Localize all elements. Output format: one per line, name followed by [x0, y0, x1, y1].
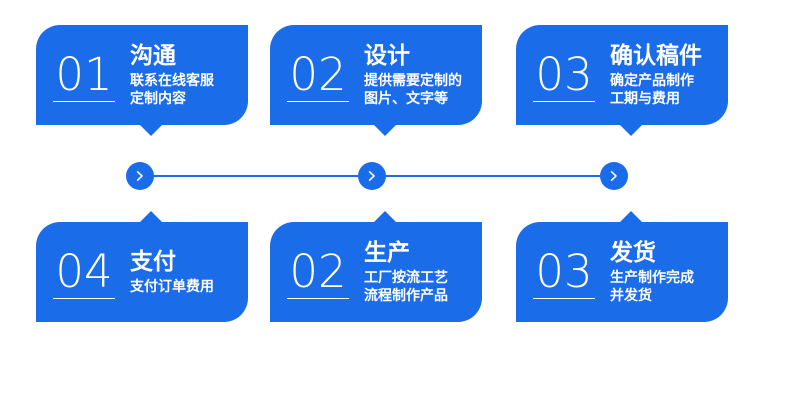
step-description: 生产制作完成 并发货 [610, 269, 694, 304]
step-number-underline [533, 297, 595, 299]
step-text-block: 生产 工厂按流工艺 流程制作产品 [355, 240, 482, 305]
step-title: 沟通 [130, 42, 176, 69]
chevron-right-icon [610, 171, 617, 181]
step-title: 发货 [610, 239, 656, 266]
step-title: 生产 [364, 239, 410, 266]
step-title: 确认稿件 [610, 42, 702, 69]
step-description: 工厂按流工艺 流程制作产品 [364, 269, 448, 304]
step-description: 提供需要定制的 图片、文字等 [364, 72, 462, 107]
step-number-block: 03 [516, 244, 601, 299]
card-pointer-up-icon [620, 211, 642, 222]
step-number-underline [287, 297, 349, 299]
step-text-block: 沟通 联系在线客服 定制内容 [121, 43, 248, 108]
card-pointer-up-icon [374, 211, 396, 222]
step-description: 支付订单费用 [130, 278, 214, 295]
chevron-right-icon [368, 171, 375, 181]
chevron-right-icon [136, 171, 143, 181]
step-number-block: 02 [270, 244, 355, 299]
connector-node-1[interactable] [126, 162, 154, 190]
step-number: 02 [289, 244, 347, 298]
step-text-block: 支付 支付订单费用 [121, 249, 248, 296]
step-text-block: 设计 提供需要定制的 图片、文字等 [355, 43, 482, 108]
step-number: 03 [535, 47, 593, 101]
step-text-block: 发货 生产制作完成 并发货 [601, 240, 728, 305]
step-number-underline [287, 100, 349, 102]
step-card-05[interactable]: 02 生产 工厂按流工艺 流程制作产品 [270, 211, 482, 322]
step-number-block: 04 [36, 244, 121, 299]
card-pointer-down-icon [620, 125, 642, 136]
step-number-underline [53, 100, 115, 102]
connector-node-3[interactable] [600, 162, 628, 190]
step-card-04[interactable]: 04 支付 支付订单费用 [36, 211, 248, 322]
card-pointer-down-icon [140, 125, 162, 136]
step-card-03[interactable]: 03 确认稿件 确定产品制作 工期与费用 [516, 25, 728, 136]
card-pointer-up-icon [140, 211, 162, 222]
step-number: 04 [55, 244, 113, 298]
step-number: 01 [55, 47, 113, 101]
step-description: 联系在线客服 定制内容 [130, 72, 214, 107]
step-card-02[interactable]: 02 设计 提供需要定制的 图片、文字等 [270, 25, 482, 136]
step-card-01[interactable]: 01 沟通 联系在线客服 定制内容 [36, 25, 248, 136]
connector-node-2[interactable] [358, 162, 386, 190]
flow-connector [0, 160, 790, 192]
step-number-block: 02 [270, 47, 355, 102]
step-title: 设计 [364, 42, 410, 69]
step-number-underline [53, 297, 115, 299]
card-pointer-down-icon [374, 125, 396, 136]
step-description: 确定产品制作 工期与费用 [610, 72, 694, 107]
step-number-underline [533, 100, 595, 102]
step-number-block: 01 [36, 47, 121, 102]
step-number: 02 [289, 47, 347, 101]
step-card-06[interactable]: 03 发货 生产制作完成 并发货 [516, 211, 728, 322]
step-title: 支付 [130, 248, 176, 275]
step-text-block: 确认稿件 确定产品制作 工期与费用 [601, 43, 728, 108]
step-number-block: 03 [516, 47, 601, 102]
step-number: 03 [535, 244, 593, 298]
